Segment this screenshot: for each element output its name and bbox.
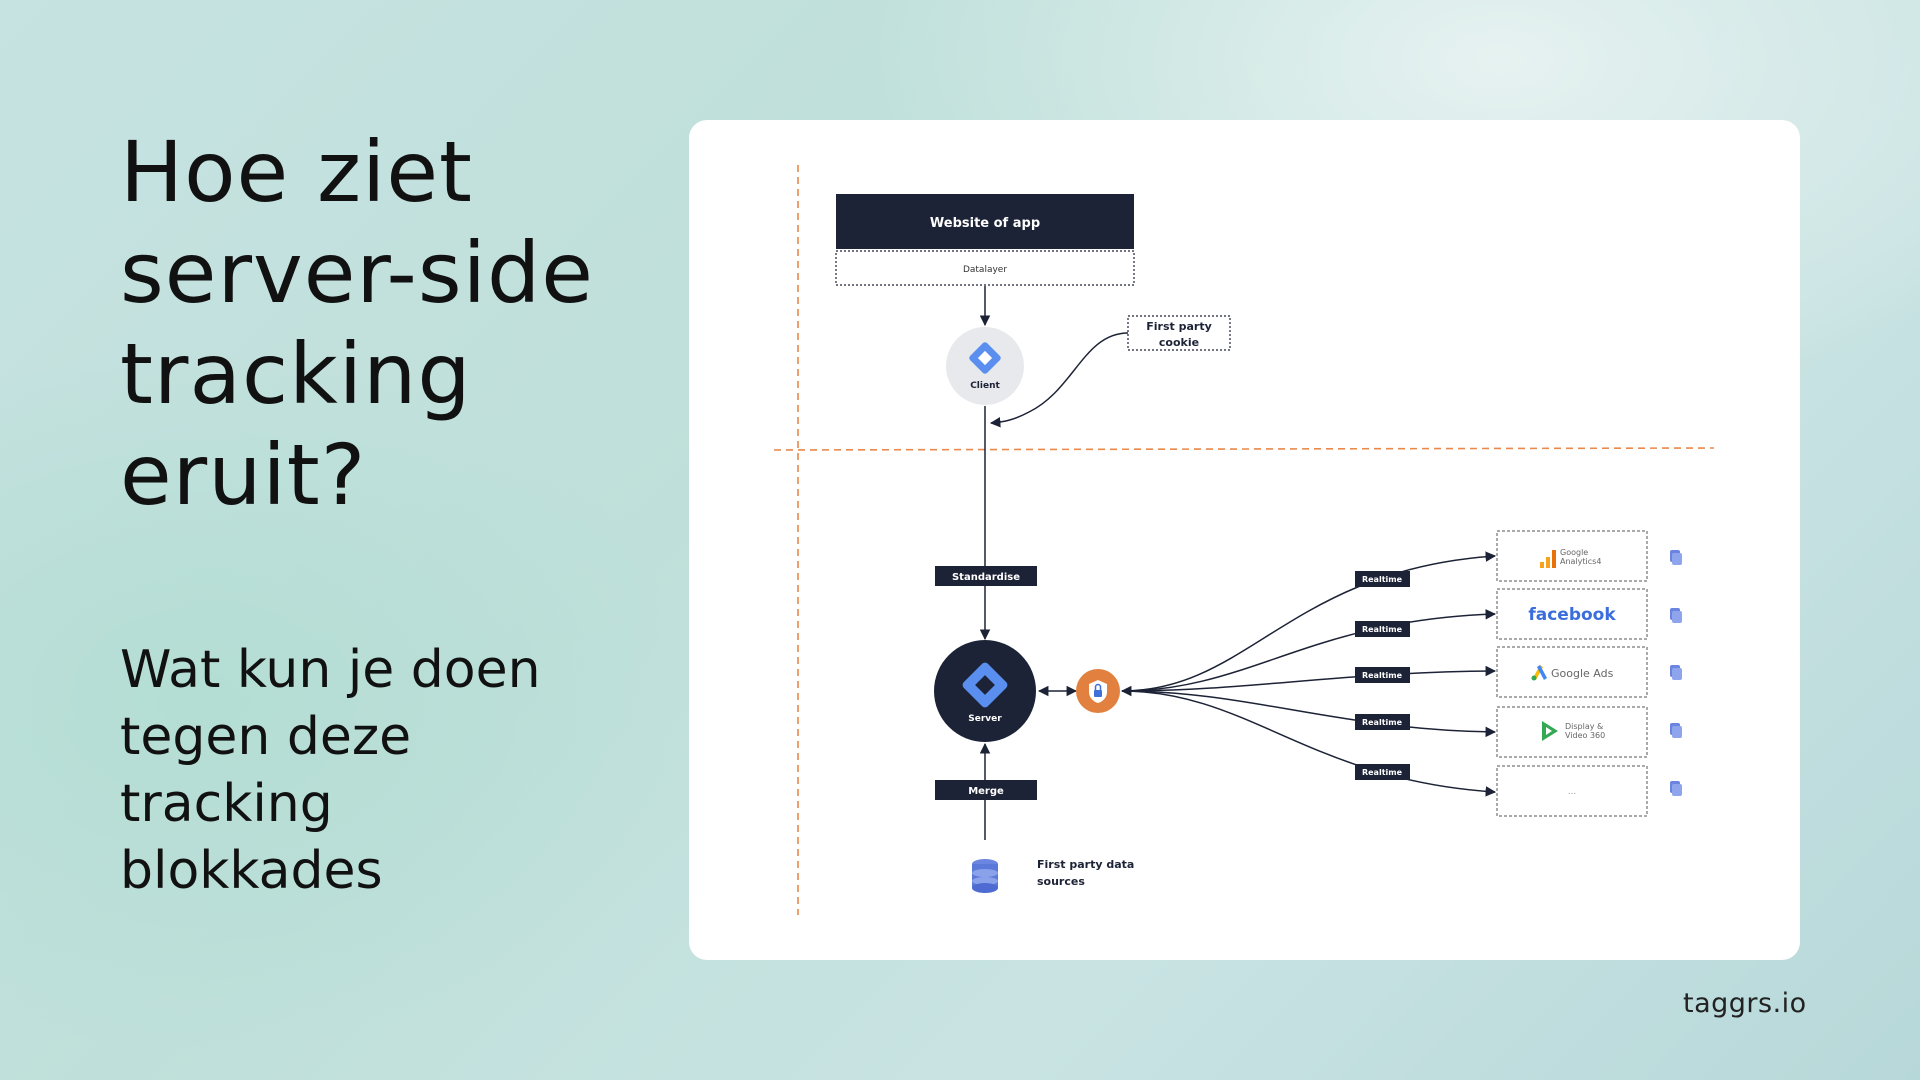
shield-lock-icon: [1076, 669, 1120, 713]
realtime-label-2: Realtime: [1362, 625, 1403, 634]
display-video-360-icon: [1542, 721, 1558, 741]
realtime-label-1: Realtime: [1362, 575, 1403, 584]
cookie-label-line2: cookie: [1159, 336, 1199, 349]
realtime-badge-5: Realtime: [1355, 764, 1410, 780]
page-subtitle: Wat kun je doen tegen deze tracking blok…: [120, 637, 541, 905]
horizontal-boundary-line: [773, 447, 1715, 451]
diagram-card: Website of app Datalayer Client First pa…: [689, 120, 1800, 960]
cookie-label-line1: First party: [1146, 320, 1212, 333]
server-node: Server: [934, 640, 1036, 742]
tracking-diagram: Website of app Datalayer Client First pa…: [773, 165, 1715, 915]
realtime-label-3: Realtime: [1362, 671, 1403, 680]
realtime-connections: [1120, 551, 1497, 797]
server-label: Server: [968, 714, 1002, 724]
destination-ga4: Google Analytics4: [1496, 530, 1648, 582]
database-icon: [1670, 608, 1682, 623]
standardise-node: Standardise: [935, 566, 1037, 586]
ga4-label-line2: Analytics4: [1560, 557, 1601, 566]
curve-to-google-ads: [1121, 665, 1497, 692]
realtime-label-4: Realtime: [1362, 718, 1403, 727]
subtitle-line-4: blokkades: [120, 841, 383, 901]
realtime-badge-2: Realtime: [1355, 621, 1410, 637]
website-label: Website of app: [930, 216, 1040, 231]
destination-dv360: Display & Video 360: [1496, 706, 1648, 758]
database-icon: [1670, 665, 1682, 680]
merge-node: Merge: [935, 780, 1037, 800]
database-icon: [1670, 550, 1682, 565]
database-icon: [1670, 781, 1682, 796]
client-label: Client: [970, 381, 1000, 391]
brand-footer: taggrs.io: [1683, 988, 1807, 1019]
dv360-label-line2: Video 360: [1565, 731, 1605, 740]
server-gtm-icon: [962, 662, 1008, 708]
subtitle-line-1: Wat kun je doen: [120, 640, 541, 700]
google-ads-label: Google Ads: [1551, 667, 1614, 680]
realtime-badge-3: Realtime: [1355, 667, 1410, 683]
database-icon: [1670, 723, 1682, 738]
datalayer-label: Datalayer: [963, 265, 1007, 275]
client-gtm-icon: [969, 342, 1001, 374]
title-line-3: tracking: [120, 325, 472, 423]
facebook-label: facebook: [1528, 605, 1616, 625]
merge-label: Merge: [968, 786, 1004, 797]
curve-to-dv360: [1121, 690, 1497, 738]
realtime-label-5: Realtime: [1362, 768, 1403, 777]
ga4-label-line1: Google: [1560, 548, 1588, 557]
subtitle-line-3: tracking: [120, 774, 333, 834]
cookie-node: First party cookie: [1127, 315, 1231, 351]
data-sources-label-line1: First party data: [1037, 858, 1134, 871]
destination-facebook: facebook: [1496, 588, 1648, 640]
data-sources-database-icon: [972, 859, 998, 893]
curve-to-more: [1121, 690, 1497, 797]
title-line-2: server-side: [120, 224, 594, 322]
more-label: ...: [1568, 787, 1577, 797]
website-node: Website of app Datalayer: [835, 194, 1135, 286]
destination-more: ...: [1496, 765, 1648, 817]
google-ads-icon: [1531, 665, 1547, 681]
realtime-badge-1: Realtime: [1355, 571, 1410, 587]
client-node: Client: [946, 327, 1024, 405]
curve-to-ga4: [1120, 551, 1497, 697]
title-line-1: Hoe ziet: [120, 123, 473, 221]
destination-google-ads: Google Ads: [1496, 646, 1648, 698]
curve-to-facebook: [1121, 609, 1497, 692]
arrow-cookie-client: [989, 332, 1129, 428]
destination-database-icons: [1670, 550, 1682, 796]
dv360-label-line1: Display &: [1565, 722, 1603, 731]
google-analytics-icon: [1540, 550, 1556, 568]
title-line-4: eruit?: [120, 426, 367, 524]
subtitle-line-2: tegen deze: [120, 707, 412, 767]
realtime-badge-4: Realtime: [1355, 714, 1410, 730]
standardise-label: Standardise: [952, 572, 1020, 583]
data-sources-label-line2: sources: [1037, 875, 1085, 888]
page-title: Hoe ziet server-side tracking eruit?: [120, 122, 594, 526]
